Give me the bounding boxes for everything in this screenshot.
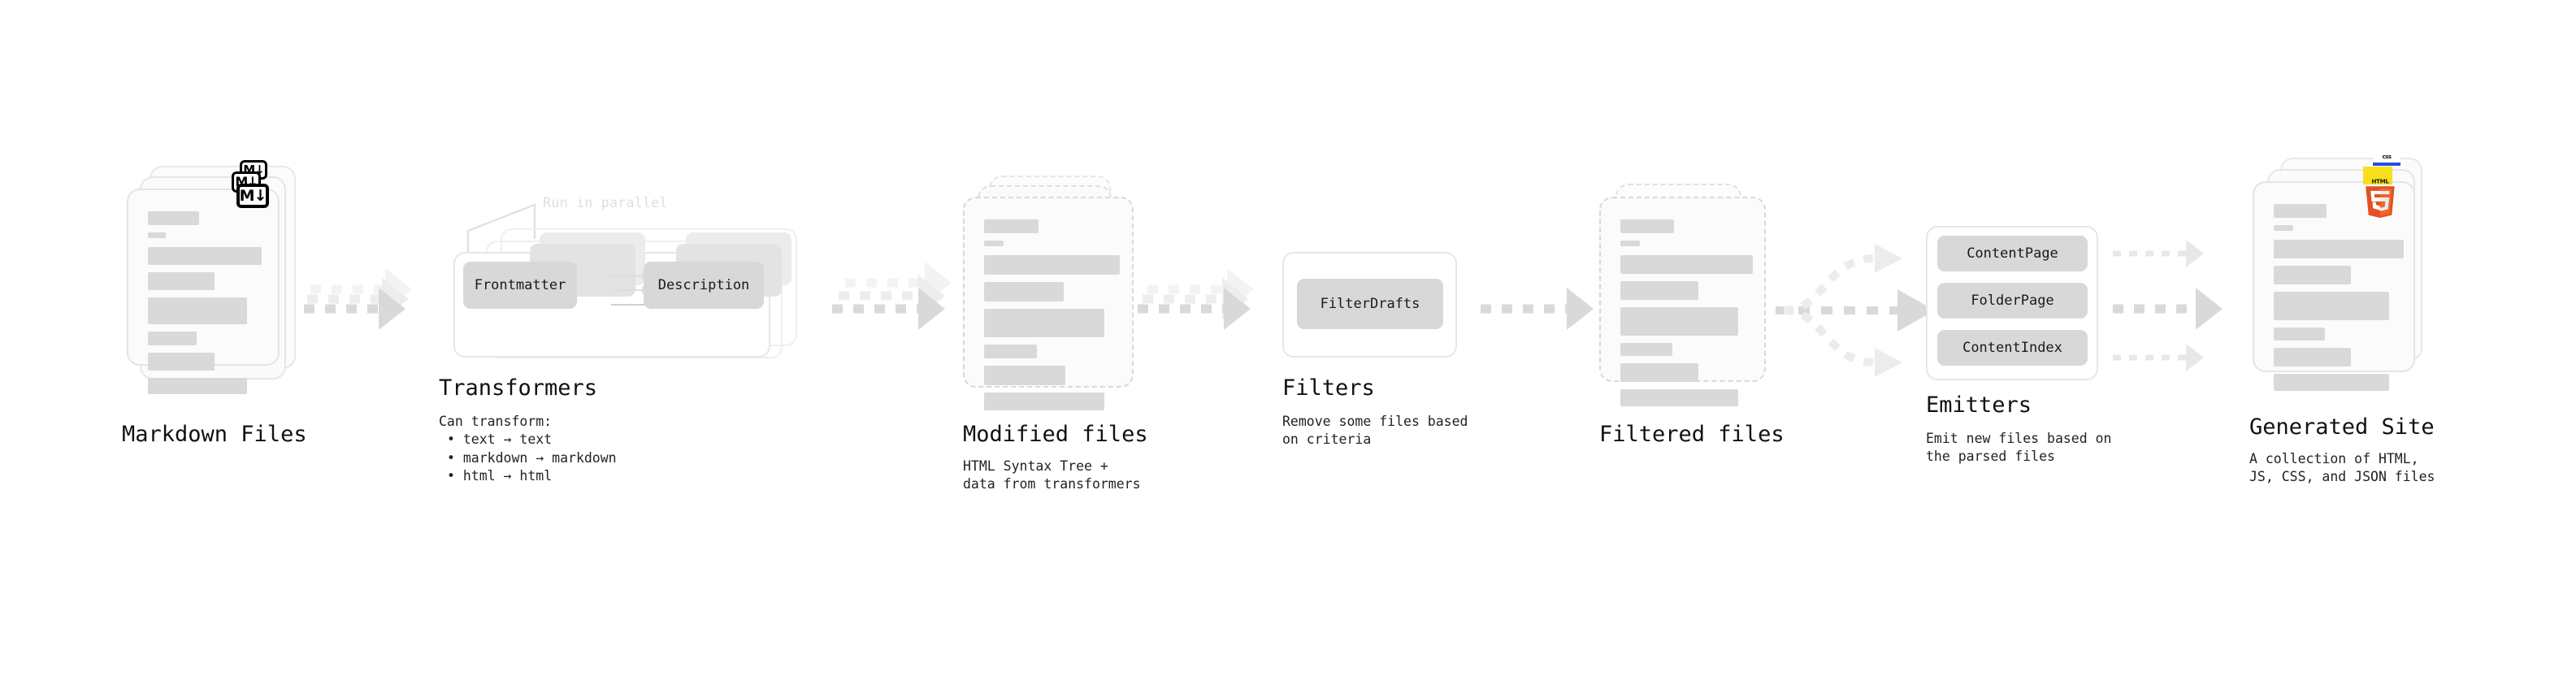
stage-title-generated-site: Generated Site (2249, 414, 2435, 440)
emitter-pill-contentindex[interactable]: ContentIndex (1937, 330, 2088, 366)
svg-text:HTML: HTML (2371, 177, 2389, 184)
generated-card-stack: css HTML (2249, 153, 2444, 398)
run-in-parallel-label: Run in parallel (543, 195, 668, 211)
stage-title-filters: Filters (1282, 375, 1375, 401)
filters-desc-line-1: on criteria (1282, 432, 1372, 448)
modified-card-stack (963, 163, 1150, 410)
emitter-pill-contentpage[interactable]: ContentPage (1937, 236, 2088, 271)
stage-title-transformers: Transformers (439, 375, 598, 401)
emitters-desc-line-1: the parsed files (1926, 449, 2055, 465)
emitters-desc-line-0: Emit new files based on (1926, 431, 2112, 446)
markdown-badge-front: M↓ (236, 184, 269, 208)
arrow-filtered-to-emitters-fan (1776, 244, 1935, 377)
transformer-pill-description[interactable]: Description (644, 262, 764, 309)
transformer-pill-frontmatter[interactable]: Frontmatter (463, 262, 577, 309)
modified-files-description: HTML Syntax Tree + data from transformer… (963, 458, 1141, 494)
filtered-card-front (1599, 197, 1766, 406)
transformers-bullet-1: • markdown → markdown (447, 449, 617, 466)
modified-skeleton-bars (984, 219, 1120, 418)
run-in-parallel-bracket (466, 203, 536, 265)
markdown-card-front (127, 189, 280, 394)
generated-site-description: A collection of HTML, JS, CSS, and JSON … (2249, 450, 2435, 487)
transformers-bullet-0: • text → text (447, 432, 553, 448)
filtered-card-stack (1599, 163, 1786, 406)
generated-skeleton-bars (2274, 204, 2404, 398)
transformers-description: Can transform: • text → text • markdown … (439, 413, 617, 485)
modified-card-front (963, 197, 1134, 410)
filters-description: Remove some files based on criteria (1282, 413, 1468, 449)
modified-desc-line-1: data from transformers (963, 476, 1141, 492)
stage-title-markdown-files: Markdown Files (122, 422, 307, 447)
js-badge (2363, 167, 2392, 184)
filter-pill-filterdrafts[interactable]: FilterDrafts (1297, 279, 1443, 329)
filtered-skeleton-bars (1620, 219, 1753, 414)
emitter-pill-folderpage[interactable]: FolderPage (1937, 283, 2088, 319)
transformers-desc-lead: Can transform: (439, 414, 553, 429)
html5-icon: HTML (2363, 177, 2397, 218)
markdown-skeleton-bars (148, 211, 262, 401)
stage-title-filtered-files: Filtered files (1599, 422, 1785, 447)
stage-title-modified-files: Modified files (963, 422, 1148, 447)
css-badge: css (2373, 153, 2400, 166)
stage-title-emitters: Emitters (1926, 393, 2032, 418)
modified-desc-line-0: HTML Syntax Tree + (963, 458, 1108, 474)
emitters-description: Emit new files based on the parsed files (1926, 430, 2111, 466)
transformers-bullet-2: • html → html (447, 467, 553, 484)
markdown-card-stack: M↓ M↓ M↓ (122, 160, 301, 406)
filters-desc-line-0: Remove some files based (1282, 414, 1468, 429)
generated-desc-line-0: A collection of HTML, (2249, 451, 2419, 466)
generated-desc-line-1: JS, CSS, and JSON files (2249, 469, 2435, 485)
